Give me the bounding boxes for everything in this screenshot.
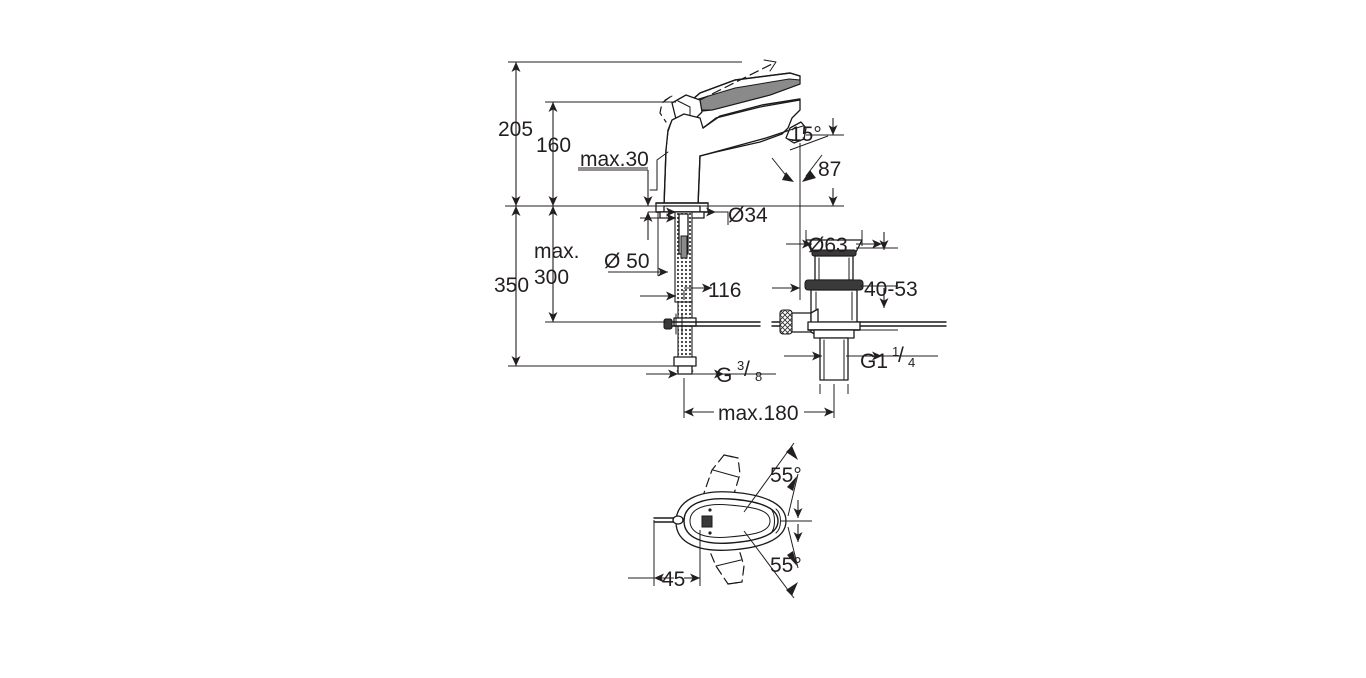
lever-ghost-up (696, 454, 741, 514)
lever-motion-indicator (699, 59, 777, 101)
dim-supply-thread-g: G (716, 364, 732, 387)
dim-dia-63: Ø63 (808, 234, 848, 257)
dim-40-53: 40-53 (864, 278, 918, 301)
dim-waste-thread-denominator: 4 (908, 355, 915, 370)
dim-dia-50: Ø 50 (604, 250, 650, 273)
dim-angle-15: 15° (790, 123, 822, 146)
plan-dimension-lines (628, 442, 812, 599)
mixer-body (663, 98, 807, 207)
lever-ghost-down (699, 527, 745, 585)
dim-angle-55-lower: 55° (770, 554, 802, 577)
elevation-dimension-lines (505, 61, 938, 418)
dim-45: 45 (662, 568, 685, 591)
dim-205: 205 (498, 118, 533, 141)
dim-max-30: max.30 (580, 148, 649, 171)
dim-dia-34: Ø34 (728, 204, 768, 227)
dim-160: 160 (536, 134, 571, 157)
popup-waste-assembly (779, 239, 864, 381)
shank-lower-connection (673, 301, 697, 375)
faucet-plan-geometry (653, 454, 787, 585)
dim-87: 87 (818, 158, 841, 181)
dim-waste-thread-numerator: 1 (892, 344, 899, 359)
dim-max-label: max. (534, 240, 580, 263)
lever-handle (659, 72, 801, 123)
dim-angle-55-upper: 55° (770, 464, 802, 487)
mixer-body-plan (653, 491, 787, 551)
faucet-elevation-geometry (655, 59, 947, 381)
dim-116: 116 (708, 279, 741, 302)
dim-fraction-slash-1: / (744, 358, 750, 381)
dim-300: 300 (534, 266, 569, 289)
dim-waste-thread-g: G1 (860, 350, 888, 373)
elevation-dimension-text: 205 160 max.30 350 max. 300 Ø 50 Ø34 116… (494, 118, 918, 425)
dim-supply-thread-denominator: 8 (755, 369, 762, 384)
dim-max-180: max.180 (718, 402, 799, 425)
plan-dimension-text: 55° 55° 45 (662, 464, 802, 591)
dim-350: 350 (494, 274, 529, 297)
dim-supply-thread-numerator: 3 (737, 358, 744, 373)
dim-fraction-slash-2: / (898, 344, 904, 367)
